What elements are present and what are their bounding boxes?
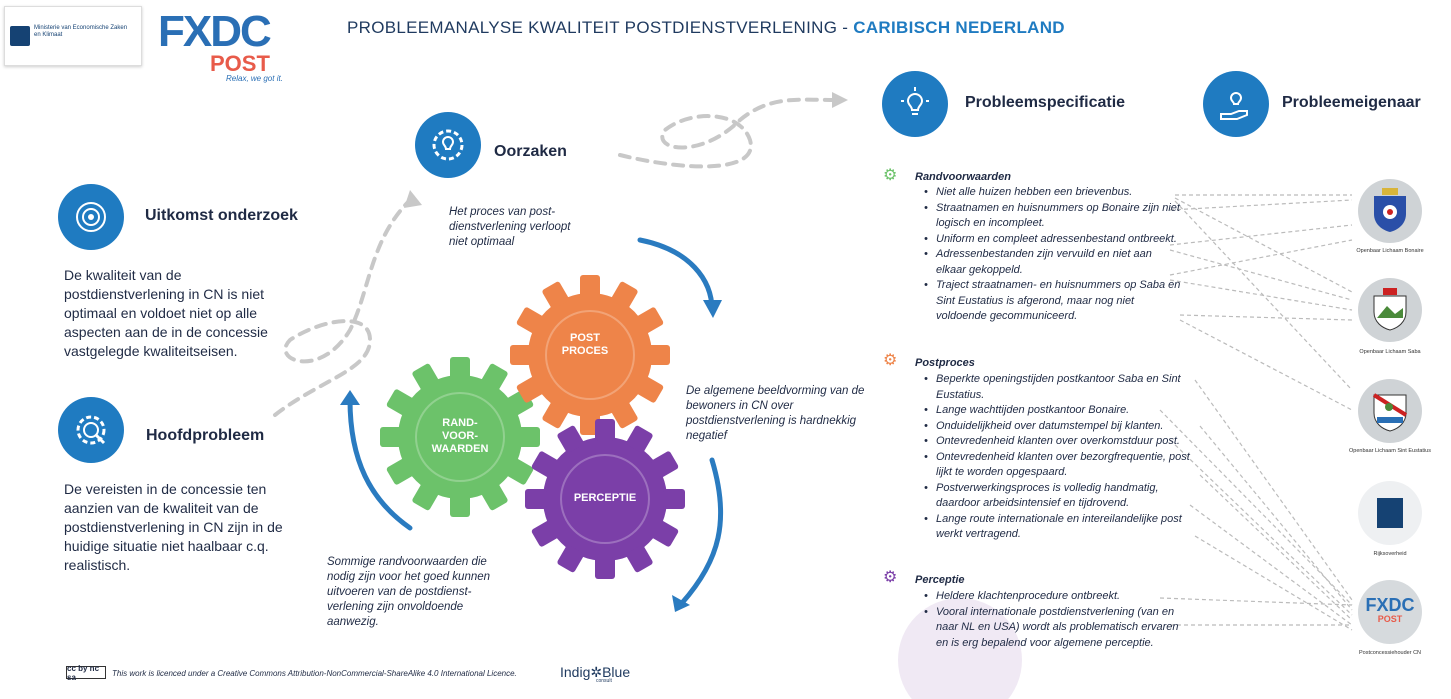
list-item: Adressenbestanden zijn vervuild en niet … [924, 247, 1184, 278]
uitkomst-text: De kwaliteit van de postdienstverlening … [64, 267, 268, 359]
oorzaken-title: Oorzaken [494, 143, 567, 160]
list-item: Traject straatnamen- en huisnummers op S… [924, 278, 1184, 325]
owner-label: Postconcessiehouder CN [1358, 650, 1422, 656]
probleemspecificatie-title: Probleemspecificatie [965, 94, 1126, 111]
list-item: Ontevredenheid klanten over overkomstduu… [924, 434, 1199, 450]
gear-orange-icon: ⚙ [883, 352, 898, 369]
gear-purple-icon: ⚙ [883, 569, 898, 586]
ministry-name: Ministerie van Economische Zaken en Klim… [34, 25, 128, 38]
spec-rand-title: Randvoorwaarden [915, 171, 1011, 183]
indigoblue-logo: Indig✲Blue [560, 664, 631, 680]
list-item: Uniform en compleet adressenbestand ontb… [924, 232, 1184, 248]
fxdc-logo-text: FXDC [158, 7, 272, 56]
title-accent: CARIBISCH NEDERLAND [853, 18, 1065, 37]
saba-crest-icon [1358, 278, 1422, 342]
rijksoverheid-icon [1358, 481, 1422, 545]
list-item: Beperkte openingstijden postkantoor Saba… [924, 372, 1199, 403]
list-item: Postverwerkingsproces is volledig handma… [924, 481, 1199, 512]
gear-green-icon: ⚙ [883, 167, 898, 184]
gear-label-rand: RAND- VOOR- WAARDEN [431, 417, 489, 455]
list-item: Onduidelijkheid over datumstempel bij kl… [924, 419, 1199, 435]
list-item: Heldere klachtenprocedure ontbreekt. [924, 589, 1179, 605]
probleemeigenaar-title: Probleemeigenaar [1282, 94, 1421, 111]
spec-perceptie-title: Perceptie [915, 574, 965, 586]
title-main: PROBLEEMANALYSE KWALITEIT POSTDIENSTVERL… [347, 18, 854, 37]
page-title: PROBLEEMANALYSE KWALITEIT POSTDIENSTVERL… [347, 18, 1065, 38]
bulb-icon [882, 71, 948, 137]
note-perceptie: De algemene beeldvorming van de bewoners… [686, 385, 865, 442]
statia-crest-icon [1358, 379, 1422, 443]
spec-post-list: Beperkte openingstijden postkantoor Saba… [924, 372, 1199, 543]
list-item: Ontevredenheid klanten over bezorgfreque… [924, 450, 1199, 481]
fxdc-icon: FXDC POST [1358, 580, 1422, 644]
owner-label: Rijksoverheid [1373, 551, 1407, 557]
hoofdprobleem-title: Hoofdprobleem [146, 427, 265, 444]
note-post-proces: Het proces van post-dienstverlening verl… [449, 206, 571, 248]
owner-label: Openbaar Lichaam Saba [1359, 349, 1421, 355]
fxdc-post-text: POST [210, 51, 270, 76]
list-item: Lange route internationale en intereilan… [924, 512, 1199, 543]
gear-label-post: POST PROCES [561, 332, 609, 357]
list-item: Lange wachttijden postkantoor Bonaire. [924, 403, 1199, 419]
fxdc-tagline: Relax, we got it. [226, 74, 283, 83]
list-item: Straatnamen en huisnummers op Bonaire zi… [924, 201, 1184, 232]
indigoblue-sub: consult [596, 678, 612, 684]
hand-bulb-icon [1203, 71, 1269, 137]
crest-icon [10, 26, 30, 46]
gear-label-perceptie: PERCEPTIE [573, 492, 637, 504]
spec-post-title: Postproces [915, 357, 975, 369]
hoofdprobleem-text: De vereisten in de concessie ten aanzien… [64, 481, 283, 573]
bulb-gear-icon [415, 112, 481, 178]
fxdc-small-post: POST [1377, 614, 1403, 624]
owner-label: Openbaar Lichaam Bonaire [1356, 248, 1424, 254]
spec-rand-list: Niet alle huizen hebben een brievenbus. … [924, 185, 1184, 325]
cc-badge: cc by nc sa [66, 664, 106, 682]
spec-perceptie-list: Heldere klachtenprocedure ontbreekt. Voo… [924, 589, 1179, 651]
gears-diagram [380, 275, 685, 579]
list-item: Niet alle huizen hebben een brievenbus. [924, 185, 1184, 201]
owner-label: Openbaar Lichaam Sint Eustatius [1349, 448, 1431, 454]
list-item: Vooral internationale postdienstverlenin… [924, 605, 1179, 652]
target-icon [58, 184, 124, 250]
fxdc-small-logo: FXDC [1365, 595, 1415, 615]
magnifier-gear-icon [58, 397, 124, 463]
uitkomst-title: Uitkomst onderzoek [145, 207, 298, 224]
note-randvoorwaarden: Sommige randvoorwaarden die nodig zijn v… [327, 556, 491, 628]
bonaire-crest-icon [1358, 179, 1422, 243]
license-text: This work is licenced under a Creative C… [112, 669, 517, 678]
fxdc-logo: FXDC POST Relax, we got it. [158, 10, 293, 90]
